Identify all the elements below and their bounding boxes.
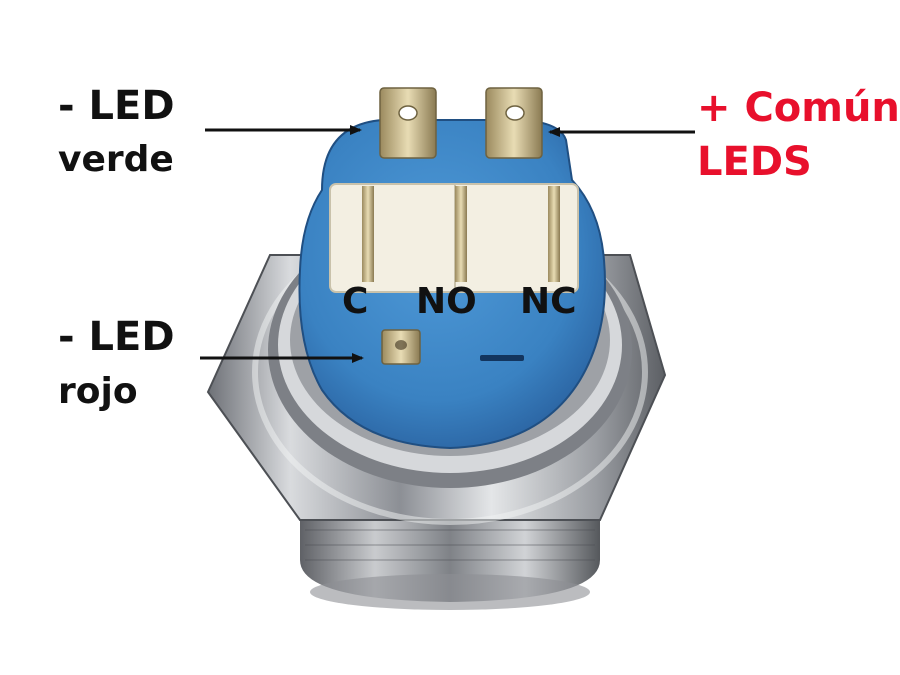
- red-led-terminal: [381, 329, 421, 365]
- label-led-rojo-line1: - LED: [58, 314, 175, 360]
- label-comun-leds-line1: + Común: [697, 85, 900, 131]
- label-led-verde-line2: verde: [58, 139, 174, 180]
- pin-label-nc: NC: [520, 281, 577, 322]
- label-led-verde-line1: - LED: [58, 83, 175, 129]
- pin-label-no: NO: [416, 281, 477, 322]
- pin-label-c: C: [342, 281, 369, 322]
- minus-mark: [480, 355, 524, 361]
- top-terminal-left: [379, 87, 437, 159]
- top-terminal-right: [485, 87, 543, 159]
- label-led-rojo-line2: rojo: [58, 371, 138, 412]
- label-comun-leds-line2: LEDS: [697, 139, 812, 185]
- connector-block: [329, 183, 579, 293]
